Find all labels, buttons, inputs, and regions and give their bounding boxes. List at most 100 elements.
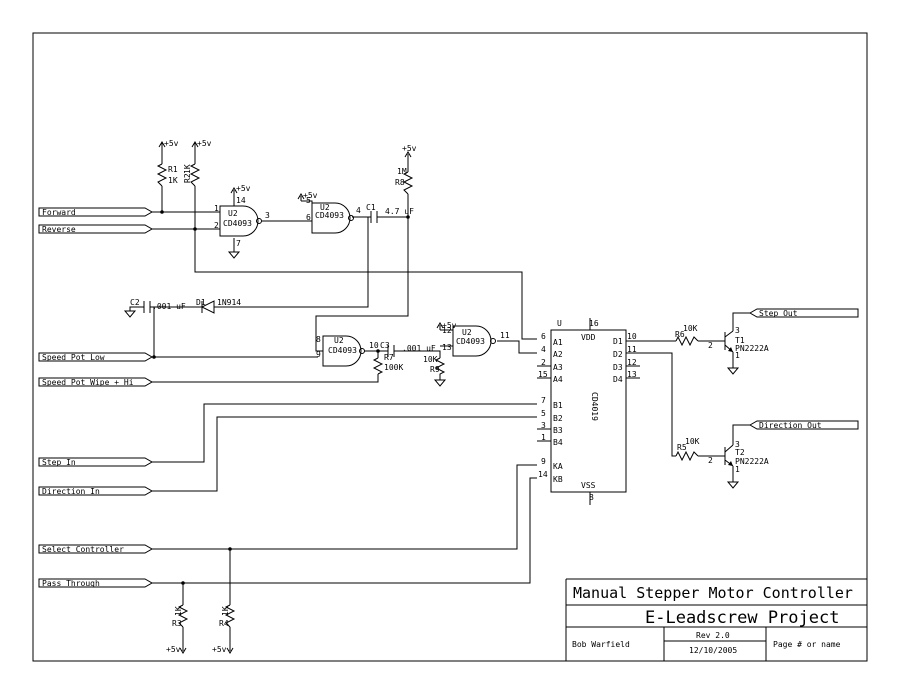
pin-number: 1 — [735, 465, 740, 474]
resistor-r7: R7 100K — [372, 353, 403, 375]
ref-label: R5 — [677, 443, 687, 452]
pin-number: 14 — [538, 470, 548, 479]
vcc-label: +5v — [402, 144, 417, 153]
pin-number: 13 — [627, 370, 637, 379]
nand-gate-4: U2 CD4093 12 13 11 — [442, 325, 510, 357]
value-label: 1K — [174, 606, 183, 616]
pin-number: 4 — [356, 206, 361, 215]
pin-number: 8 — [589, 493, 594, 502]
pin-number: 15 — [538, 370, 548, 379]
pin-number: 12 — [442, 326, 452, 335]
vcc-label: +5v — [236, 184, 251, 193]
port-label: Step In — [42, 458, 76, 467]
pin-name: D1 — [613, 337, 623, 346]
resistor-r2: R2 1K — [183, 163, 201, 187]
nand-gate-3: U2 CD4093 8 9 10 — [316, 335, 379, 367]
pin-number: 7 — [236, 239, 241, 248]
value-label: PN2222A — [735, 457, 769, 466]
value-label: CD4093 — [456, 337, 485, 346]
power-symbols: +5v +5v +5v +5v +5v +5v +5v +5v — [158, 139, 457, 654]
ref-label: R1 — [168, 165, 178, 174]
ref-label: R9 — [430, 365, 440, 374]
author-name: Bob Warfield — [572, 640, 630, 649]
transistor-t1: 3 2 1 T1 PN2222A — [708, 326, 769, 360]
ref-label: R6 — [675, 330, 685, 339]
pin-number: 3 — [735, 326, 740, 335]
revision-label: Rev 2.0 — [696, 631, 730, 640]
vdd-label: VDD — [581, 333, 596, 342]
pin-number: 2 — [214, 221, 219, 230]
pin-number: 8 — [316, 335, 321, 344]
pin-number: 5 — [306, 196, 311, 205]
pin-number: 3 — [735, 440, 740, 449]
pin-name: B2 — [553, 414, 563, 423]
value-label: 100K — [384, 363, 403, 372]
pin-number: 2 — [541, 358, 546, 367]
ref-label: T1 — [735, 336, 745, 345]
pin-number: 11 — [627, 345, 637, 354]
value-label: 1K — [168, 176, 178, 185]
pin-number: 12 — [627, 358, 637, 367]
ref-label: U2 — [462, 328, 472, 337]
transistor-t2: 3 2 1 T2 PN2222A — [708, 440, 769, 474]
ref-label: U2 — [334, 336, 344, 345]
ic-cd4019: U CD4019 VDD VSS 16 8 6 4 2 15 7 5 3 1 9… — [538, 319, 637, 502]
sheet-border — [32, 32, 868, 662]
ref-label: U2 — [320, 203, 330, 212]
ref-label: C2 — [130, 298, 140, 307]
port-label: Select Controller — [42, 545, 124, 554]
page-label: Page # or name — [773, 640, 841, 649]
pin-number: 13 — [442, 343, 452, 352]
pin-number: 10 — [627, 332, 637, 341]
port-label: Pass Through — [42, 579, 100, 588]
port-label: Speed Pot Wipe + Hi — [42, 378, 134, 387]
pin-number: 10 — [369, 341, 379, 350]
pin-number: 2 — [708, 341, 713, 350]
pin-name: A4 — [553, 375, 563, 384]
port-label: Forward — [42, 208, 76, 217]
value-label: CD4019 — [590, 392, 599, 421]
vcc-label: +5v — [442, 321, 457, 330]
pin-number: 16 — [589, 319, 599, 328]
pin-number: 1 — [214, 204, 219, 213]
value-label: CD4093 — [223, 219, 252, 228]
pin-name: KA — [553, 462, 563, 471]
pin-name: D2 — [613, 350, 623, 359]
port-label: Direction In — [42, 487, 100, 496]
ref-label: R2 — [183, 173, 192, 183]
pin-number: 5 — [541, 409, 546, 418]
ref-label: R3 — [172, 619, 182, 628]
value-label: .001 uF — [152, 302, 186, 311]
vss-label: VSS — [581, 481, 596, 490]
resistor-r9: R9 10K — [423, 355, 446, 380]
pin-name: A2 — [553, 350, 563, 359]
resistor-r1: R1 1K — [156, 163, 178, 187]
vcc-label: +5v — [303, 191, 318, 200]
pin-number: 1 — [541, 433, 546, 442]
port-label: Speed Pot Low — [42, 353, 105, 362]
value-label: CD4093 — [315, 211, 344, 220]
pin-number: 6 — [541, 332, 546, 341]
pin-name: B4 — [553, 438, 563, 447]
output-port-direction-out: Direction Out — [748, 420, 859, 430]
port-label: Direction Out — [759, 421, 822, 430]
nand-gate-2: U2 CD4093 5 6 4 — [306, 196, 361, 234]
pin-number: 9 — [316, 350, 321, 359]
value-label: .001 uF — [402, 344, 436, 353]
resistor-r4: R4 1K — [219, 604, 236, 628]
ref-label: D1 — [196, 298, 206, 307]
port-label: Reverse — [42, 225, 76, 234]
pin-name: A1 — [553, 338, 563, 347]
value-label: PN2222A — [735, 344, 769, 353]
capacitor-c1: C1 4.7 uF — [366, 203, 414, 223]
value-label: 1N914 — [217, 298, 241, 307]
value-label: 10K — [683, 324, 698, 333]
input-port-step-in: Step In — [38, 457, 154, 467]
vcc-label: +5v — [164, 139, 179, 148]
resistor-r6: R6 10K — [675, 324, 699, 347]
port-label: Step Out — [759, 309, 798, 318]
value-label: 1K — [221, 606, 230, 616]
pin-number: 14 — [236, 196, 246, 205]
ref-label: U2 — [228, 209, 238, 218]
